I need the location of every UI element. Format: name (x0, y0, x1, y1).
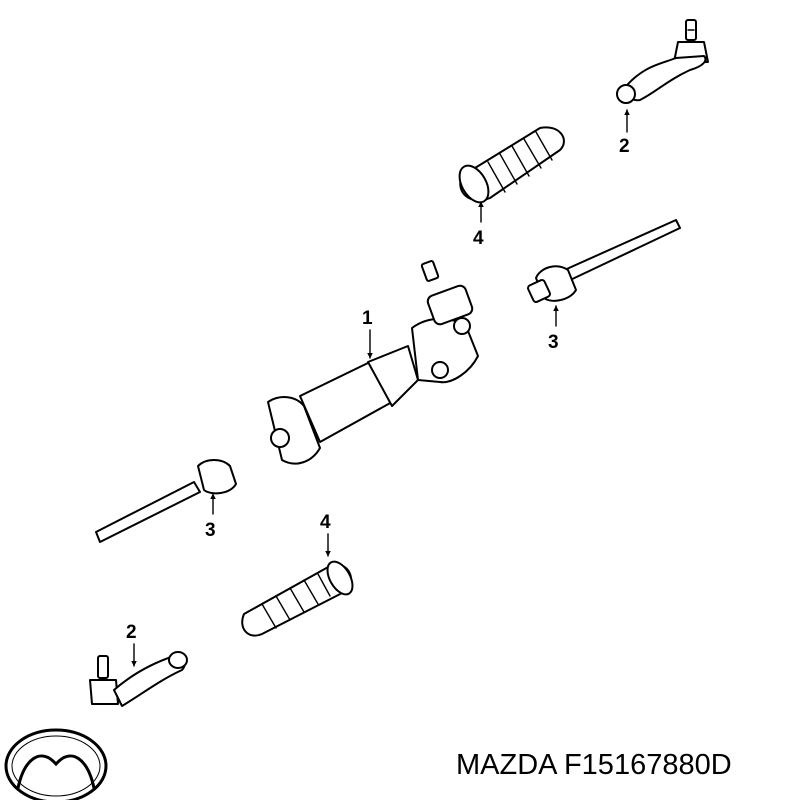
svg-text:1: 1 (362, 308, 373, 329)
tie-rod-end-lower (89, 651, 188, 707)
mazda-logo-icon (4, 728, 108, 800)
callout-rack-assembly: 1 (362, 308, 373, 359)
callout-boot-upper: 4 (473, 201, 484, 249)
inner-tie-rod-right (527, 219, 681, 303)
inner-tie-rod-left (95, 459, 237, 543)
bellows-boot-lower (241, 560, 354, 637)
caption-brand: MAZDA (456, 749, 558, 781)
svg-text:3: 3 (548, 332, 559, 353)
svg-text:4: 4 (473, 228, 484, 249)
callout-inner-tie-rod-right: 3 (548, 305, 559, 353)
svg-text:3: 3 (205, 520, 216, 541)
tie-rod-end-upper (616, 19, 709, 104)
steering-rack-assembly (267, 260, 479, 465)
bellows-boot-upper (458, 126, 565, 204)
callout-tie-rod-end-lower: 2 (126, 622, 137, 667)
callout-tie-rod-end-upper: 2 (619, 109, 630, 157)
caption-part-number: F15167880D (564, 749, 732, 781)
callout-boot-lower: 4 (320, 512, 331, 557)
callout-inner-tie-rod-left: 3 (205, 493, 216, 541)
svg-text:4: 4 (320, 512, 331, 533)
svg-text:2: 2 (126, 622, 137, 643)
svg-text:2: 2 (619, 136, 630, 157)
caption-text: MAZDA F15167880D (456, 749, 732, 781)
